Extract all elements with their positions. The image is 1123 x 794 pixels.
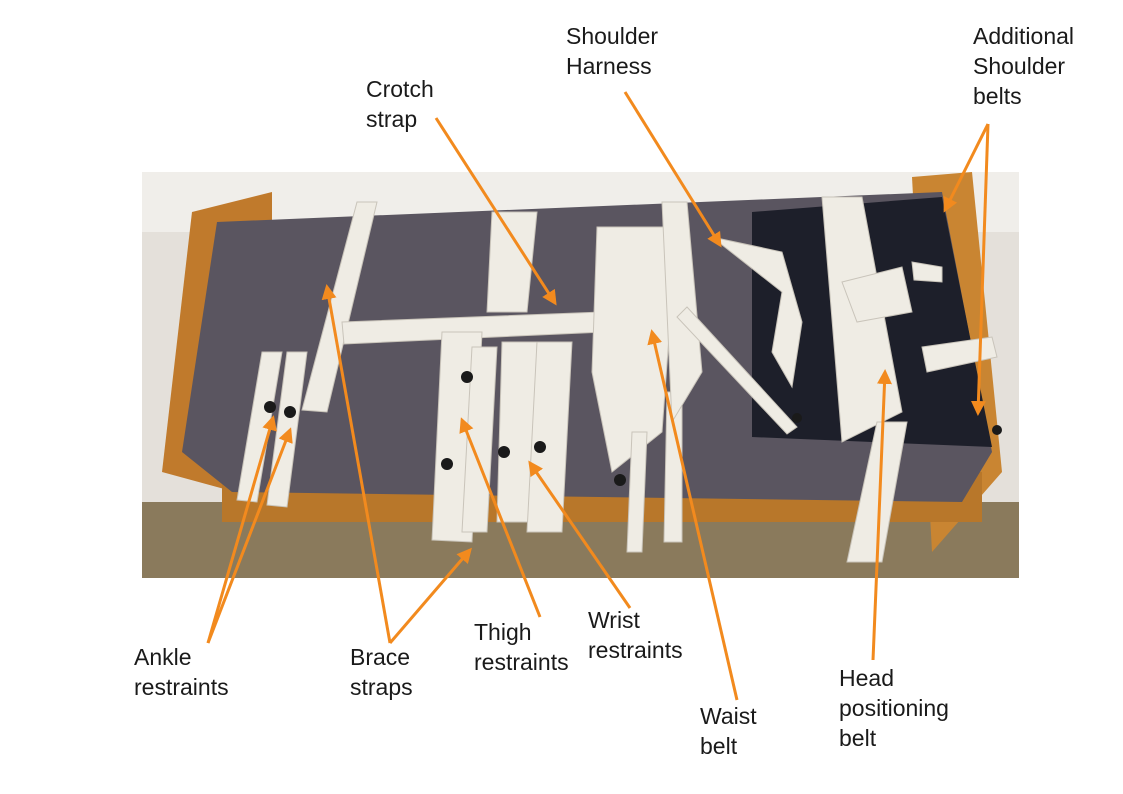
label-brace-straps: Brace straps (350, 642, 413, 702)
label-line: restraints (588, 637, 683, 663)
label-line: Shoulder (973, 53, 1066, 79)
label-line: Harness (566, 53, 652, 79)
label-line: Waist (700, 703, 757, 729)
label-line: Wrist (588, 607, 640, 633)
label-shoulder-harness: Shoulder Harness (566, 21, 658, 81)
label-line: restraints (474, 649, 569, 675)
label-ankle-restraints: Ankle restraints (134, 642, 229, 702)
label-line: positioning (839, 695, 949, 721)
label-line: Additional (973, 23, 1075, 49)
label-line: strap (366, 106, 418, 132)
label-line: belt (839, 725, 877, 751)
label-line: belts (973, 83, 1022, 109)
label-line: restraints (134, 674, 229, 700)
label-line: Ankle (134, 644, 192, 670)
label-line: straps (350, 674, 413, 700)
label-line: Brace (350, 644, 411, 670)
label-line: Head (839, 665, 894, 691)
label-line: Shoulder (566, 23, 659, 49)
label-line: Thigh (474, 619, 532, 645)
bed-restraint-photo (142, 172, 1019, 578)
label-crotch-strap: Crotch strap (366, 74, 434, 134)
label-line: Crotch (366, 76, 434, 102)
label-wrist-restraints: Wrist restraints (588, 605, 683, 665)
label-waist-belt: Waist belt (700, 701, 757, 761)
label-thigh-restraints: Thigh restraints (474, 617, 569, 677)
label-head-positioning-belt: Head positioning belt (839, 663, 949, 753)
label-additional-shoulder-belts: Additional Shoulder belts (973, 21, 1074, 111)
label-line: belt (700, 733, 738, 759)
